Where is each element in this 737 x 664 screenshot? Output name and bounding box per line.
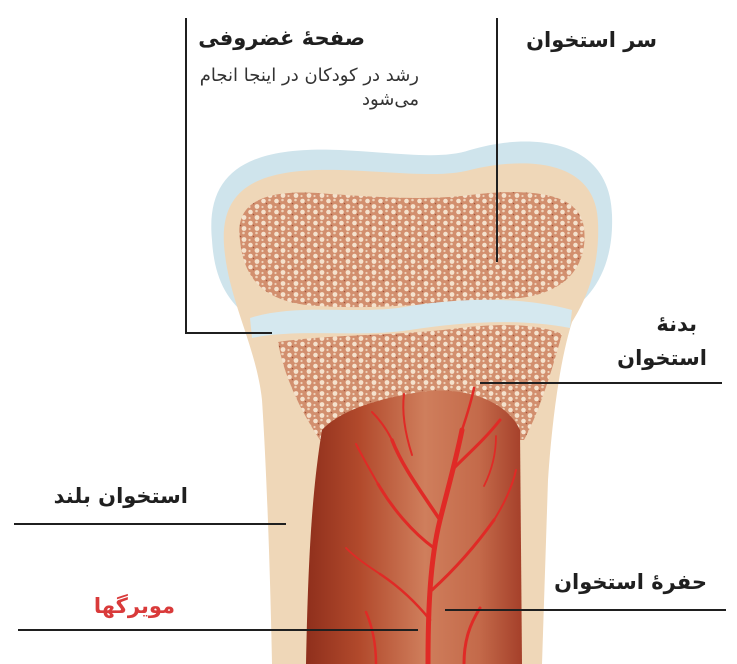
label-bone-body-line1: بدنهٔ [656,312,697,336]
label-long-bone: استخوان بلند [54,484,188,508]
label-bone-body-line2: استخوان [617,346,707,370]
spongy-bone-head [239,192,584,307]
label-growth-plate: صفحهٔ غضروفی [198,26,365,50]
label-growth-plate-note: رشد در کودکان در اینجا انجام می‌شود [184,64,419,112]
label-bone-head: سر استخوان [526,28,657,52]
label-capillaries: مویرگها [94,594,175,618]
label-bone-cavity: حفرهٔ استخوان [554,570,707,594]
